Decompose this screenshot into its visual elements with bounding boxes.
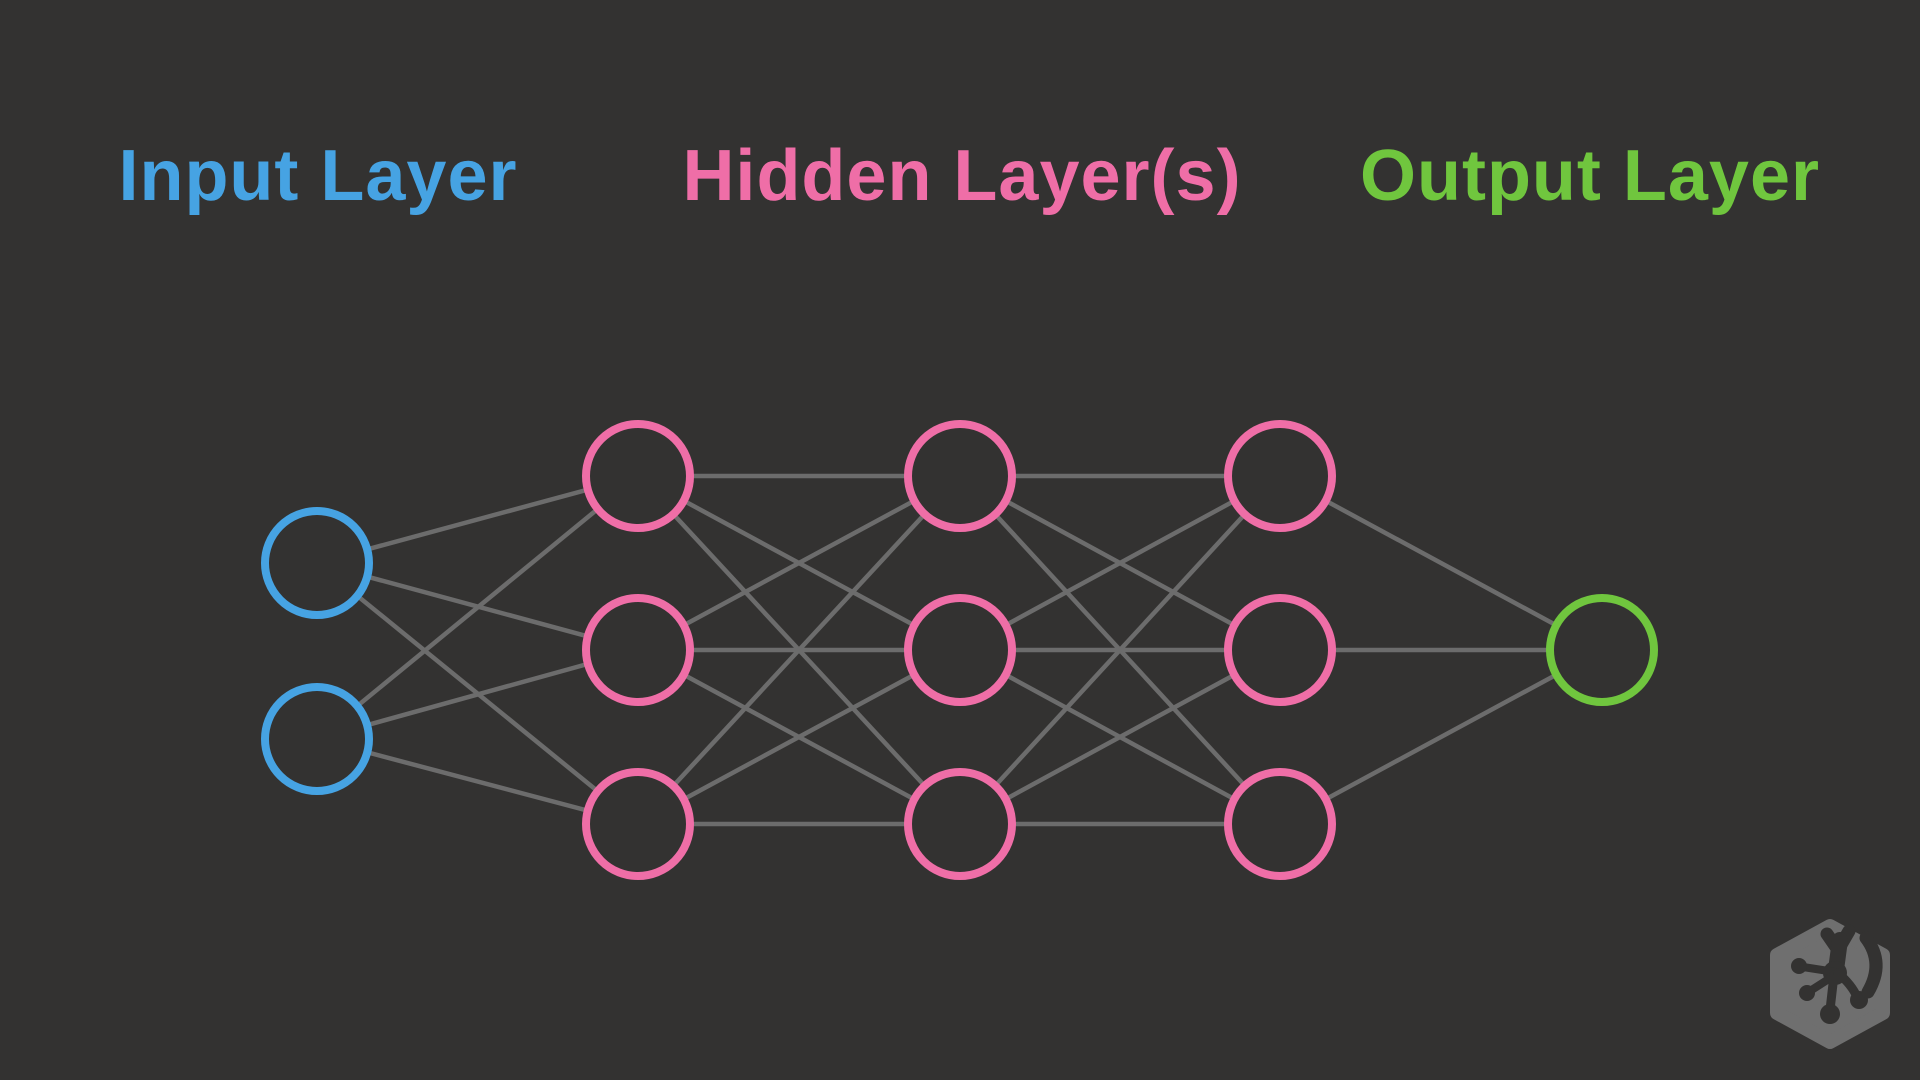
hidden-layer-3-node-1 — [1224, 420, 1336, 532]
hidden-layer-2-node-2 — [904, 594, 1016, 706]
output-layer-node-1 — [1546, 594, 1658, 706]
edge-input-layer-to-hidden-layer-1 — [315, 474, 640, 741]
edge-hidden-layer-2-to-hidden-layer-3 — [958, 648, 1282, 826]
hidden-layer-2-node-1 — [904, 420, 1016, 532]
hidden-layer-label: Hidden Layer(s) — [682, 136, 1242, 216]
logo-foot-cutout — [1791, 924, 1883, 1024]
input-layer-label: Input Layer — [118, 136, 518, 216]
hidden-layer-1-node-2 — [582, 594, 694, 706]
edge-hidden-layer-3-to-output-layer — [1278, 474, 1604, 652]
input-layer-node-2 — [261, 683, 373, 795]
hidden-layer-3-node-2 — [1224, 594, 1336, 706]
hidden-layer-3-node-3 — [1224, 768, 1336, 880]
edge-hidden-layer-1-to-hidden-layer-2 — [636, 648, 962, 826]
edge-hidden-layer-1-to-hidden-layer-2 — [636, 474, 962, 652]
edge-hidden-layer-3-to-output-layer — [1278, 648, 1604, 826]
hidden-layer-1-node-1 — [582, 420, 694, 532]
hidden-layer-2-node-3 — [904, 768, 1016, 880]
hidden-layer-1-node-3 — [582, 768, 694, 880]
output-layer-label: Output Layer — [1359, 136, 1821, 216]
treehouse-logo — [1770, 919, 1890, 1049]
nodes-group — [261, 420, 1658, 880]
edge-hidden-layer-2-to-hidden-layer-3 — [958, 474, 1282, 826]
edge-hidden-layer-1-to-hidden-layer-2 — [636, 474, 962, 826]
input-layer-node-1 — [261, 507, 373, 619]
edge-hidden-layer-2-to-hidden-layer-3 — [958, 474, 1282, 652]
